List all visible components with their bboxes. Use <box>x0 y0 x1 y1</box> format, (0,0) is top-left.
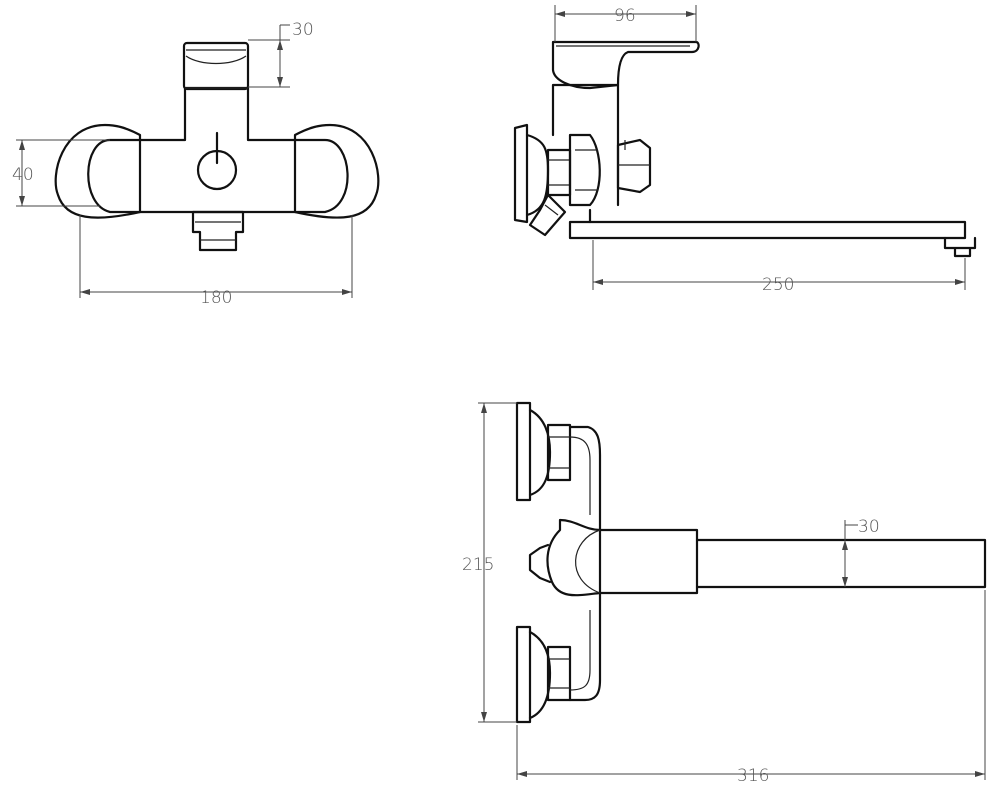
side-diverter <box>616 138 652 194</box>
side-hex-nut <box>546 148 572 197</box>
top-handle-body <box>546 518 699 597</box>
side-view: 96 250 <box>513 5 977 295</box>
dim-label-250: 250 <box>762 275 794 295</box>
dim-label-96: 96 <box>614 6 636 26</box>
top-view: 215 30 316 <box>462 401 987 786</box>
top-lower-flange <box>515 625 532 724</box>
top-lower-nut <box>546 645 572 702</box>
bottom-outlet <box>191 210 245 252</box>
dim-label-40: 40 <box>12 165 34 185</box>
dim-label-316: 316 <box>737 766 769 786</box>
top-upper-flange <box>515 401 532 502</box>
dim-label-30-front: 30 <box>292 20 314 40</box>
top-center-knob <box>528 543 552 584</box>
front-view: 30 40 180 <box>12 20 380 308</box>
dim-label-215: 215 <box>462 555 494 575</box>
top-handle <box>182 41 250 91</box>
side-aerator <box>943 236 977 258</box>
side-flange <box>513 123 529 224</box>
top-spout <box>695 538 987 589</box>
left-flange <box>54 123 142 219</box>
top-body-bar <box>568 425 602 702</box>
side-handle <box>551 40 700 90</box>
top-upper-nut <box>546 423 572 482</box>
dim-label-180: 180 <box>200 288 232 308</box>
dim-label-30-top: 30 <box>858 517 880 537</box>
side-spout <box>568 220 967 240</box>
side-body <box>551 83 620 207</box>
side-outlet <box>528 193 567 237</box>
body <box>87 86 349 214</box>
right-flange <box>293 123 380 219</box>
